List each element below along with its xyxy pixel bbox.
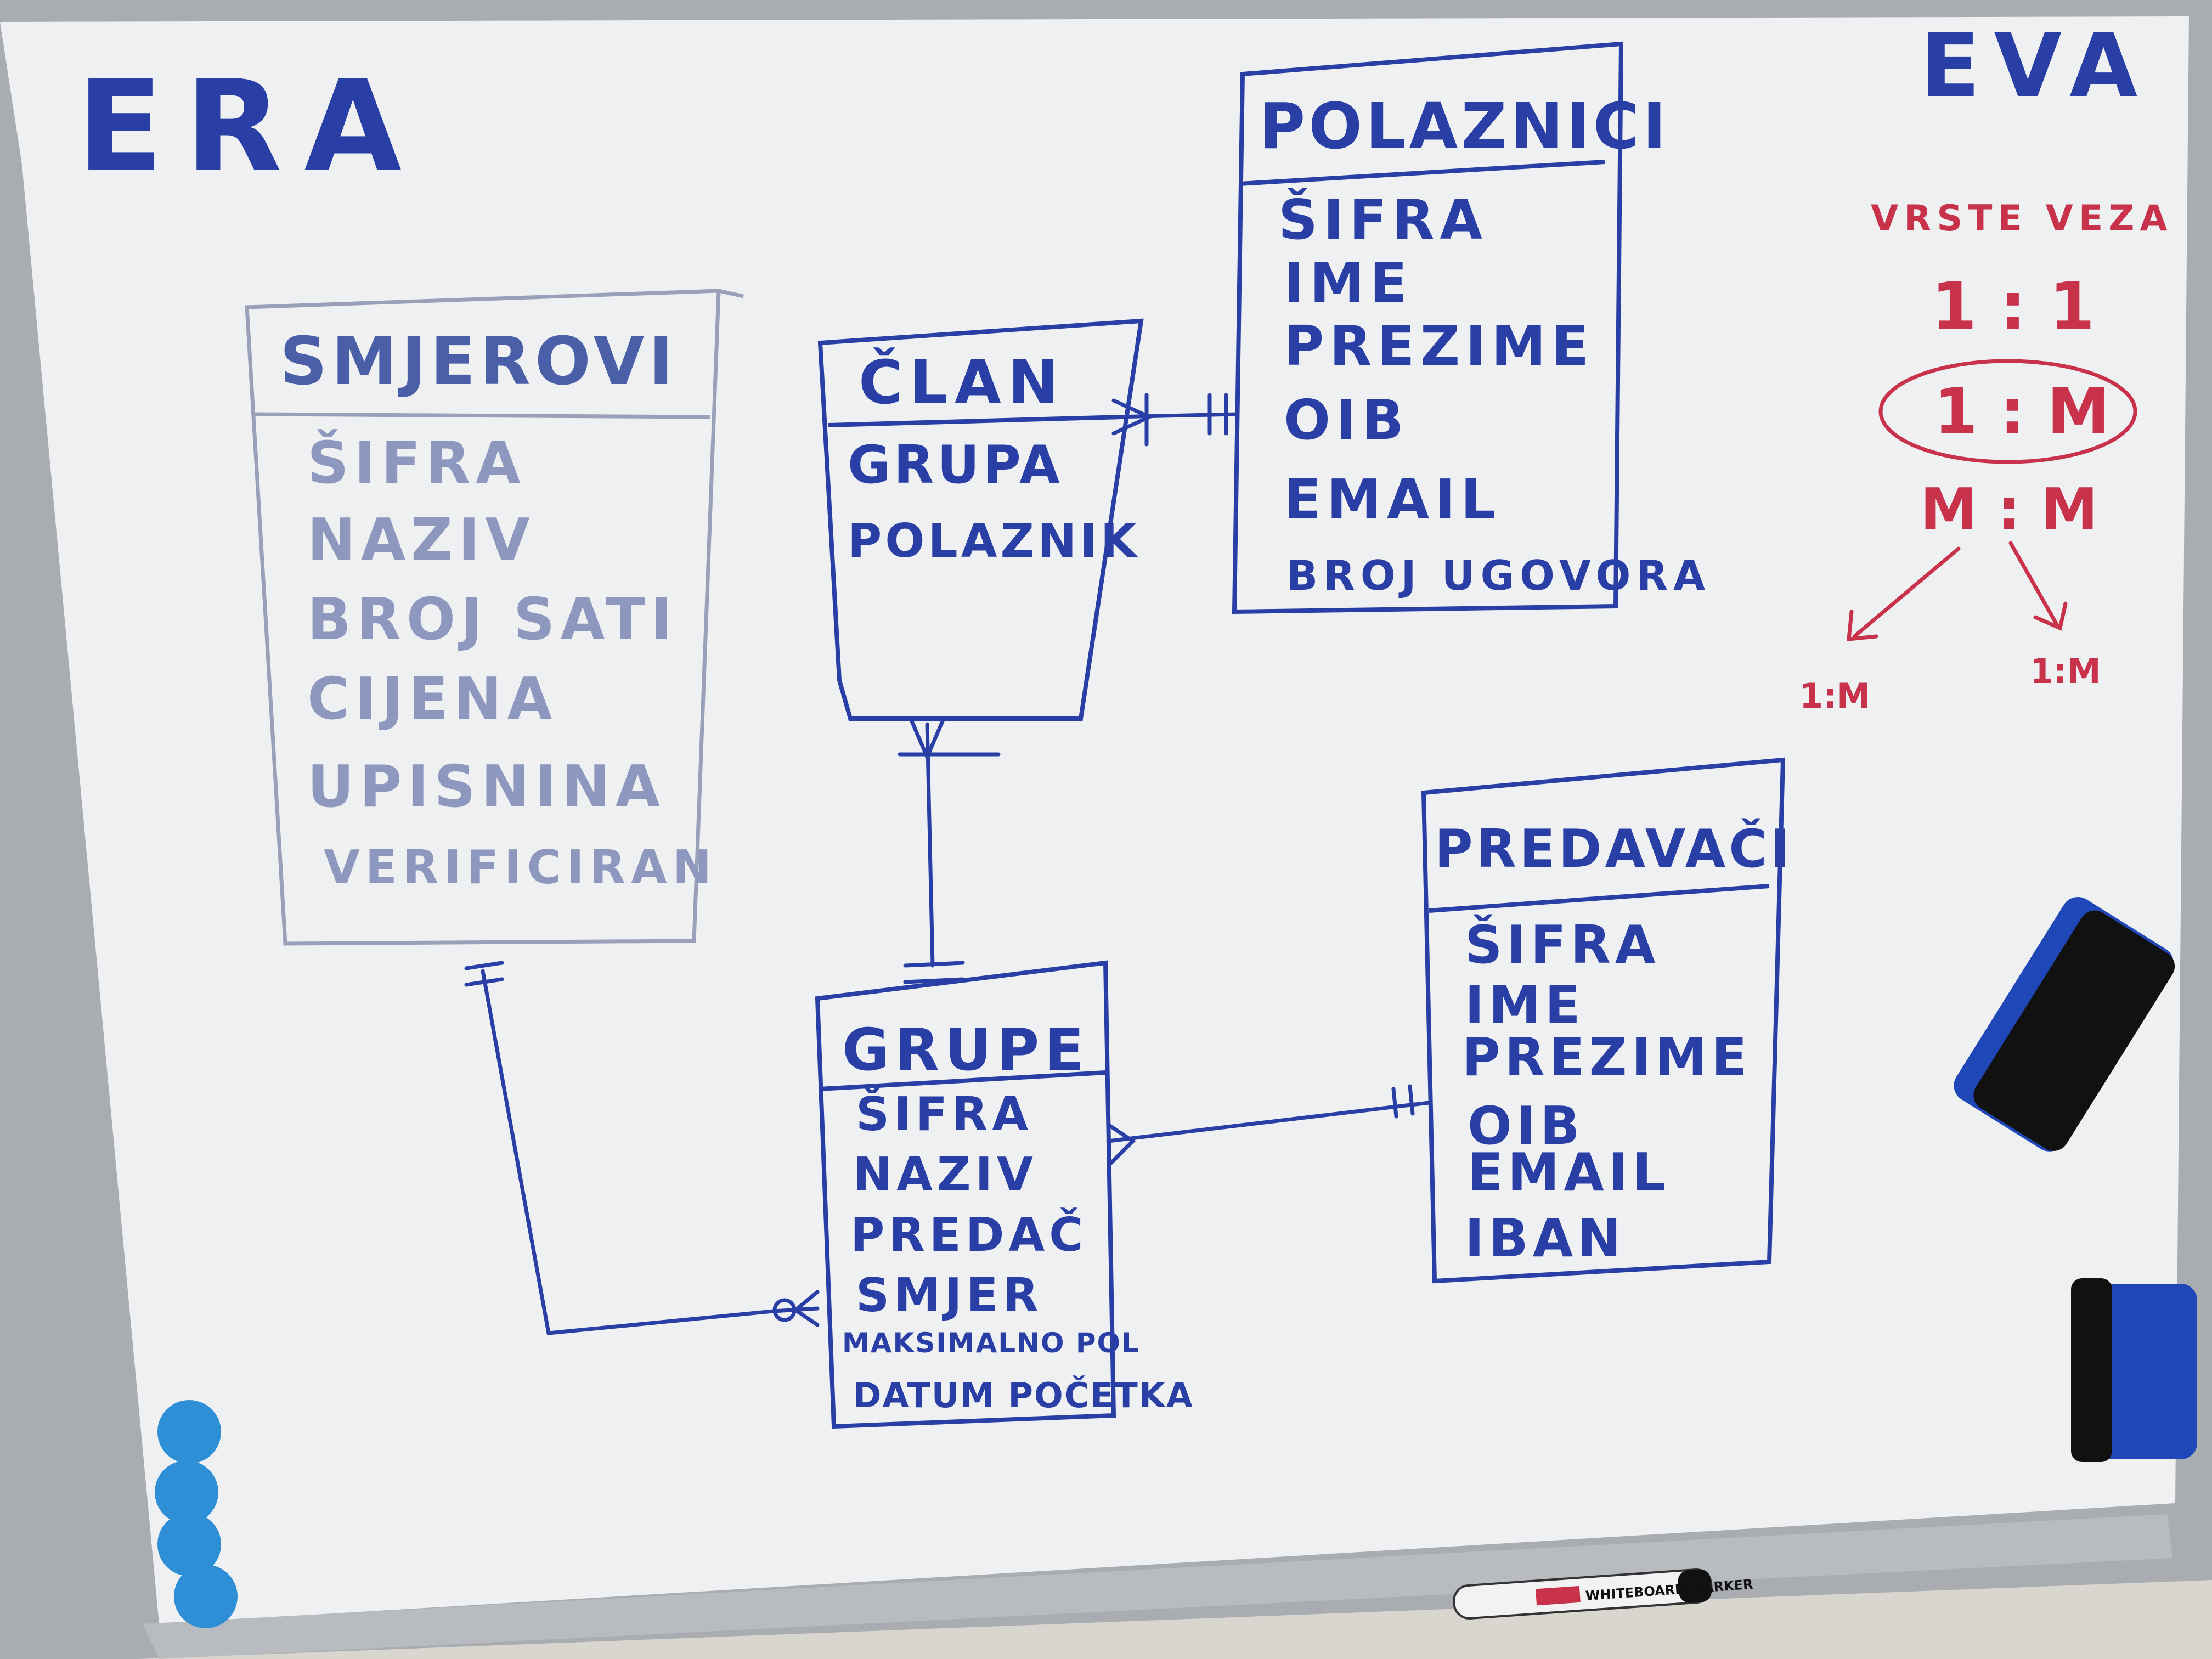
entity-polaznici <box>1232 41 1624 614</box>
polaznici-attr: IME <box>1284 251 1413 315</box>
heading-eva: EVA <box>1920 14 2151 117</box>
entity-grupe <box>815 960 1116 1429</box>
predavaci-attr: ŠIFRA <box>1465 915 1660 975</box>
polaznici-attr: EMAIL <box>1284 467 1501 532</box>
predavaci-title: PREDAVAČI <box>1435 819 1793 879</box>
relationship-legend: VRSTE VEZA 1 : 1 1 : M M : M 1:M 1:M <box>1799 198 2173 716</box>
magnet <box>174 1565 238 1628</box>
relation-clan-grupe <box>898 716 1001 984</box>
whiteboard-marker: WHITEBOARD MARKER <box>1453 1568 1753 1620</box>
predavaci-attr: OIB <box>1468 1096 1584 1156</box>
eraser-large <box>1954 896 2175 1152</box>
heading-era: ERA <box>77 54 424 200</box>
predavaci-attr: IME <box>1465 975 1585 1036</box>
relation-clan-polaznici <box>1111 393 1239 447</box>
smjerovi-attr: CIJENA <box>307 665 557 732</box>
relation-grupe-predavaci <box>1106 1084 1431 1165</box>
magnets <box>155 1400 238 1628</box>
legend-highlight-circle <box>1878 359 2137 464</box>
entity-predavaci <box>1421 757 1786 1284</box>
polaznici-attr: PREZIME <box>1284 314 1594 378</box>
legend-title: VRSTE VEZA <box>1871 198 2173 239</box>
legend-arrow-right <box>2008 541 2059 628</box>
relation-smjerovi-grupe <box>464 961 820 1335</box>
smjerovi-attr: BROJ SATI <box>307 586 678 653</box>
polaznici-attr: ŠIFRA <box>1278 188 1488 252</box>
entity-clan <box>817 318 1144 721</box>
polaznici-title: POLAZNICI <box>1259 90 1669 163</box>
magnet <box>157 1513 221 1576</box>
grupe-attr: NAZIV <box>853 1148 1037 1202</box>
predavaci-attr: EMAIL <box>1468 1143 1670 1203</box>
polaznici-attr: BROJ UGOVORA <box>1286 551 1711 600</box>
smjerovi-attr: ŠIFRA <box>307 429 526 496</box>
eraser-small <box>2071 1278 2197 1462</box>
legend-one-to-one: 1 : 1 <box>1931 269 2095 345</box>
grupe-attr: ŠIFRA <box>856 1086 1032 1142</box>
polaznici-attr: OIB <box>1284 388 1409 452</box>
grupe-title: GRUPE <box>842 1017 1090 1084</box>
clan-attr: GRUPA <box>848 435 1063 495</box>
magnet <box>157 1400 221 1464</box>
legend-split-left: 1:M <box>1799 676 1871 716</box>
smjerovi-attr: VERIFICIRAN <box>324 840 717 895</box>
entity-smjerovi <box>245 289 744 946</box>
magnet <box>155 1460 218 1524</box>
clan-attr: POLAZNIK <box>848 514 1140 568</box>
predavaci-attr: PREZIME <box>1462 1028 1751 1088</box>
legend-one-to-many: 1 : M <box>1934 375 2110 449</box>
grupe-attr: PREDAČ <box>850 1207 1088 1262</box>
smjerovi-attr: UPISNINA <box>307 753 665 820</box>
board-surface <box>0 16 2189 1624</box>
clan-title: ČLAN <box>859 347 1065 417</box>
legend-arrow-left <box>1852 546 1961 639</box>
legend-many-to-many: M : M <box>1920 476 2098 543</box>
grupe-attr: DATUM POČETKA <box>853 1375 1194 1415</box>
legend-split-right: 1:M <box>2030 651 2101 691</box>
smjerovi-title: SMJEROVI <box>280 324 678 400</box>
board-tray <box>143 1514 2172 1659</box>
grupe-attr: SMJER <box>856 1268 1043 1323</box>
predavaci-attr: IBAN <box>1465 1209 1626 1269</box>
smjerovi-attr: NAZIV <box>307 506 535 573</box>
grupe-attr: MAKSIMALNO POL <box>842 1327 1140 1359</box>
